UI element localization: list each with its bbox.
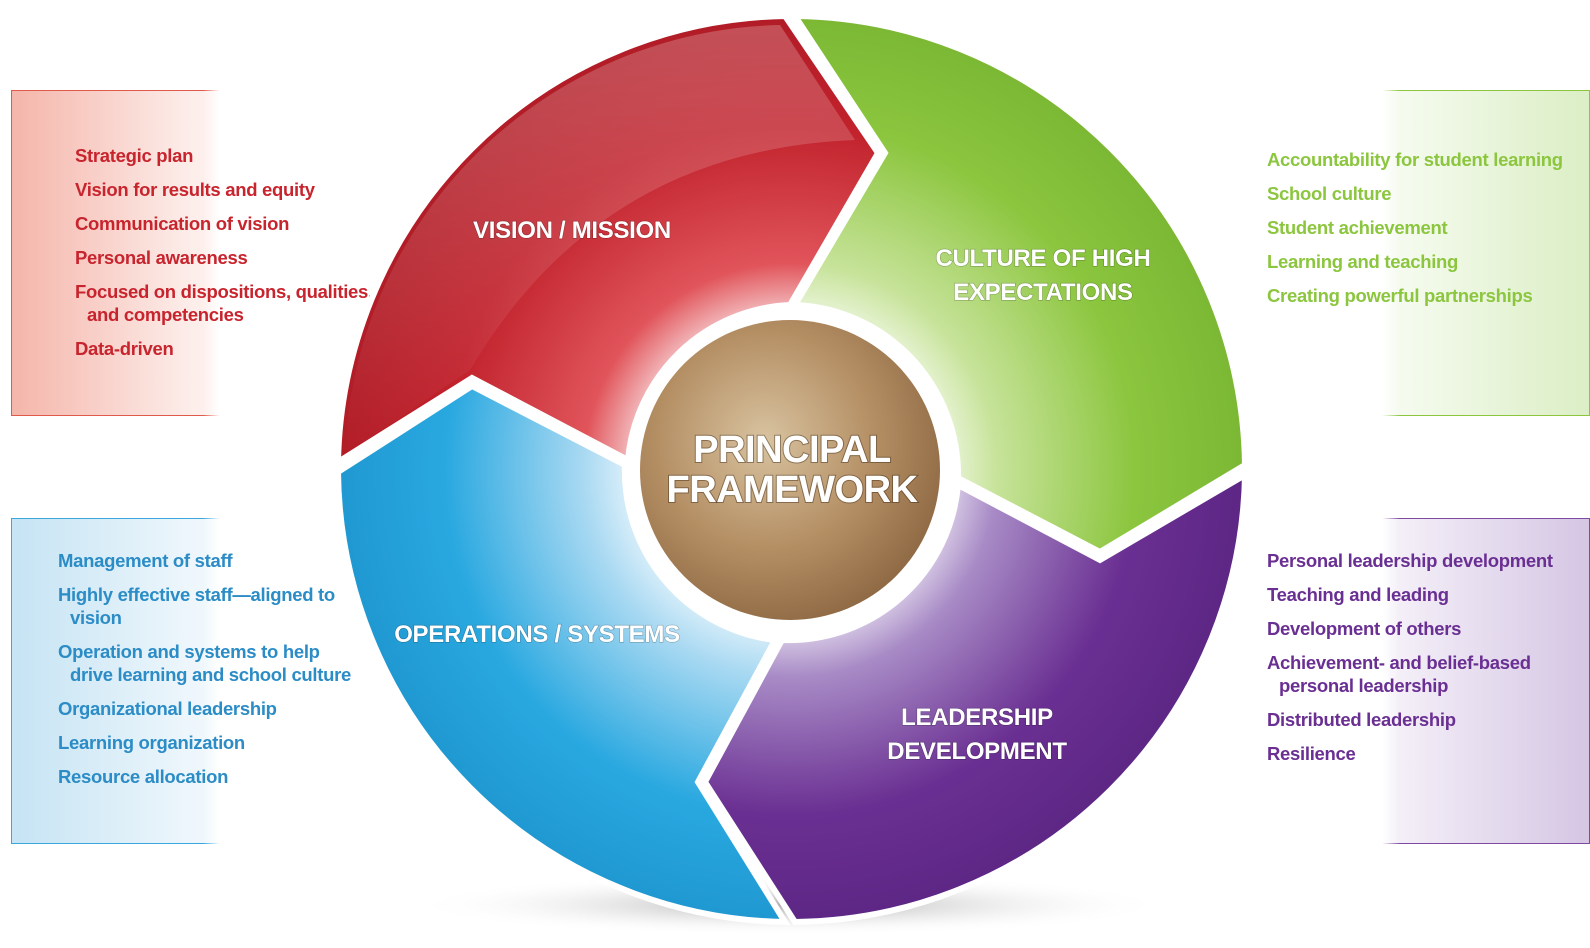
list-item: Operation and systems to help drive lear… [58,641,352,685]
list-item: Creating powerful partnerships [1267,285,1533,306]
leadership-list: Personal leadership development Teaching… [1267,549,1572,776]
list-item: Learning organization [58,732,245,753]
culture-label-line1: CULTURE OF HIGH [935,245,1150,272]
list-item: Development of others [1267,618,1462,639]
vision-mission-panel [11,88,413,418]
list-item: Resource allocation [58,766,229,787]
center-circle [640,320,940,620]
leadership-label-line1: LEADERSHIP [901,704,1053,731]
leadership-label-line2: DEVELOPMENT [887,738,1067,765]
leadership-segment [701,469,1249,926]
list-item: School culture [1267,183,1392,204]
list-item: Strategic plan [75,145,194,166]
vision-mission-list: Strategic plan Vision for results and eq… [75,144,375,371]
list-item: Achievement- and belief-based personal l… [1267,652,1531,696]
operations-label: OPERATIONS / SYSTEMS [394,621,680,648]
center-title-line2: FRAMEWORK [667,469,919,511]
list-item: Accountability for student learning [1267,149,1563,170]
leadership-panel [1178,516,1590,846]
culture-panel [1178,88,1590,418]
list-item: Personal awareness [75,247,248,268]
culture-label-line2: EXPECTATIONS [953,279,1133,306]
list-item: Highly effective staff—aligned to vision [58,584,335,628]
list-item: Resilience [1267,743,1356,764]
list-item: Personal leadership development [1267,550,1553,571]
list-item: Distributed leadership [1267,709,1456,730]
list-item: Data-driven [75,338,174,359]
gloss-highlight [345,25,855,455]
list-item: Student achievement [1267,217,1448,238]
list-item: Vision for results and equity [75,179,315,200]
list-item: Management of staff [58,550,233,571]
operations-segment [334,382,791,926]
list-item: Focused on dispositions, qualities, and … [75,281,373,325]
list-item: Organizational leadership [58,698,277,719]
culture-segment [789,12,1249,556]
center-title-line1: PRINCIPAL [693,429,891,471]
vision-mission-label: VISION / MISSION [473,217,671,244]
operations-list: Management of staff Highly effective sta… [58,549,358,799]
list-item: Learning and teaching [1267,251,1459,272]
list-item: Communication of vision [75,213,290,234]
culture-list: Accountability for student learning Scho… [1267,148,1572,318]
list-item: Teaching and leading [1267,584,1449,605]
